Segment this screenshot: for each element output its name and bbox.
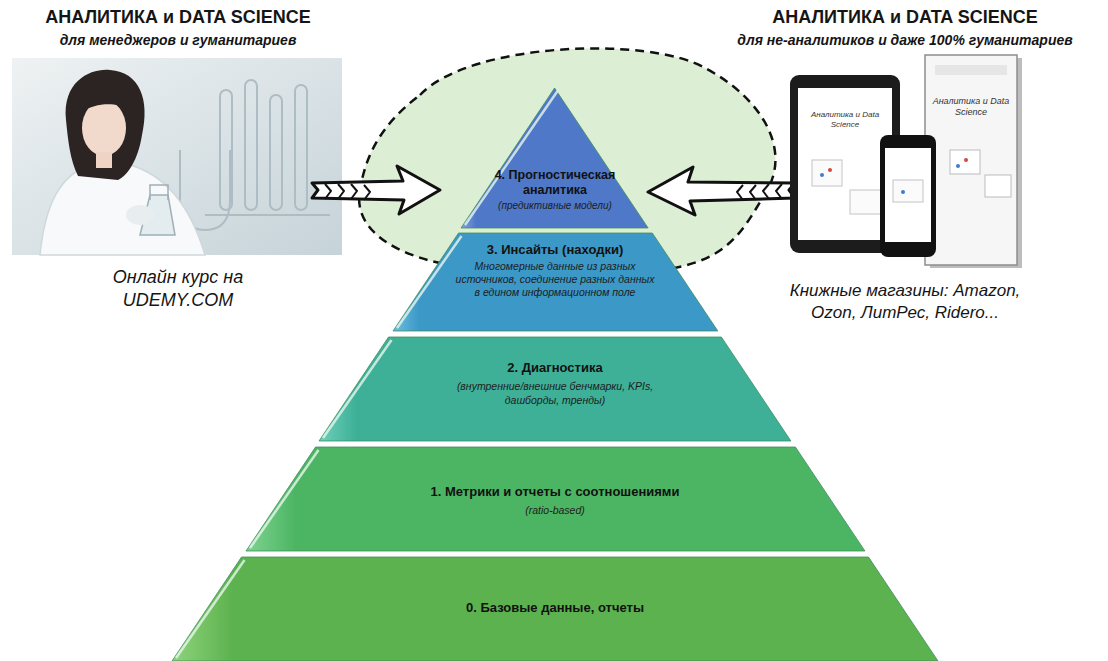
caption: Онлайн курс на UDEMY.COM	[78, 266, 278, 312]
level-description: (внутренние/внешние бенчмарки, KPIs, даш…	[435, 379, 675, 407]
level-text: 3. Инсайты (находки) Многомерные данные и…	[455, 241, 655, 299]
level-description: (ratio-based)	[355, 503, 755, 517]
pyramid-level: 1. Метрики и отчеты с соотношениями (rati…	[246, 447, 865, 551]
level-description: (предиктивные модели)	[492, 200, 618, 212]
level-bevel	[397, 236, 462, 328]
level-text: 0. Базовые данные, отчеты	[355, 599, 755, 617]
level-bevel	[250, 450, 319, 548]
level-fill	[319, 337, 791, 441]
book-devices	[790, 55, 1022, 268]
pyramid-level: 2. Диагностика (внутренние/внешние бенчма…	[319, 337, 791, 441]
level-heading: 2. Диагностика	[435, 359, 675, 377]
book-cover-title: Аналитика и Data Science	[805, 110, 885, 130]
level-heading: 0. Базовые данные, отчеты	[355, 599, 755, 617]
photo	[12, 58, 342, 255]
level-heading: 3. Инсайты (находки)	[455, 241, 655, 258]
level-text: 1. Метрики и отчеты с соотношениями (rati…	[355, 483, 755, 517]
level-fill	[461, 88, 648, 228]
heading: АНАЛИТИКА и DATA SCIENCE	[13, 6, 343, 28]
level-bevel	[176, 560, 245, 658]
level-description: Многомерные данные из разных источников,…	[455, 260, 655, 299]
pyramid-level: 0. Базовые данные, отчеты	[172, 557, 938, 661]
book-cover-title: Аналитика и Data Science	[932, 96, 1010, 118]
level-bevel	[323, 340, 392, 438]
pyramid-level: 3. Инсайты (находки) Многомерные данные и…	[393, 233, 718, 331]
pointer-arrow	[648, 167, 795, 215]
pointer-arrow	[312, 166, 440, 214]
level-fill	[393, 233, 718, 331]
heading: для менеджеров и гуманитариев	[13, 31, 343, 49]
heading: АНАЛИТИКА и DATA SCIENCE	[725, 6, 1085, 28]
level-fill	[246, 447, 865, 551]
level-text: 4. Прогностическая аналитика (предиктивны…	[492, 168, 618, 212]
level-fill	[172, 557, 938, 661]
caption: Книжные магазины: Amazon, Ozon, ЛитРес, …	[765, 280, 1045, 324]
level-text: 2. Диагностика (внутренние/внешние бенчма…	[435, 359, 675, 407]
level-heading: 4. Прогностическая аналитика	[492, 168, 618, 198]
heading: для не-аналитиков и даже 100% гуманитари…	[715, 31, 1095, 49]
level-heading: 1. Метрики и отчеты с соотношениями	[355, 483, 755, 501]
pyramid-level: 4. Прогностическая аналитика (предиктивны…	[461, 88, 648, 228]
